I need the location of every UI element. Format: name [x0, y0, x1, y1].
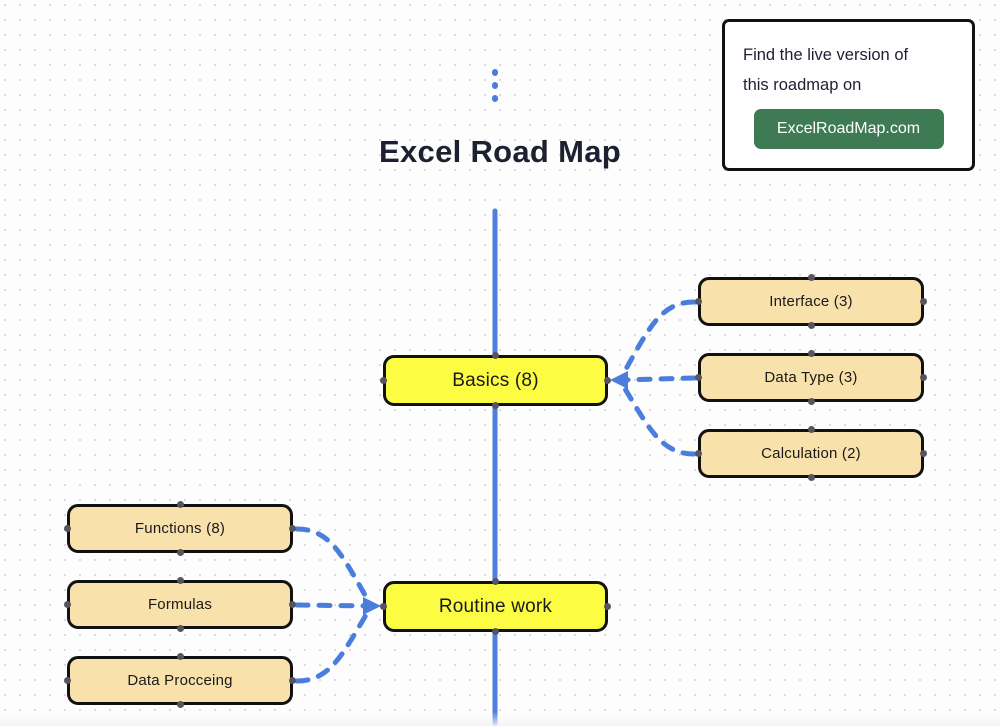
edge-functions-to-routine [294, 526, 372, 605]
handle-left-icon[interactable] [64, 525, 71, 532]
promo-text-line2: this roadmap on [743, 76, 862, 94]
handle-left-icon[interactable] [380, 377, 387, 384]
node-functions-label: Functions (8) [134, 520, 226, 537]
arrowhead-basics [610, 371, 628, 389]
edge-datatype-to-basics [619, 375, 697, 383]
handle-bottom-icon[interactable] [176, 625, 184, 632]
promo-text-line1: Find the live version of [743, 46, 909, 64]
handle-top-icon[interactable] [176, 501, 184, 508]
node-interface[interactable]: Interface (3) [695, 274, 927, 329]
handle-right-icon[interactable] [289, 525, 296, 532]
node-calculation-label: Calculation (2) [761, 445, 861, 462]
handle-right-icon[interactable] [289, 601, 296, 608]
node-data-type-label: Data Type (3) [764, 369, 858, 386]
handle-bottom-icon[interactable] [807, 398, 815, 405]
handle-bottom-icon[interactable] [492, 628, 499, 635]
excelroadmap-link-button[interactable]: ExcelRoadMap.com [753, 109, 944, 149]
edge-formulas-to-routine [294, 602, 372, 609]
node-routine-work[interactable]: Routine work [380, 578, 611, 635]
handle-right-icon[interactable] [920, 374, 927, 381]
handle-right-icon[interactable] [920, 298, 927, 305]
handle-right-icon[interactable] [289, 677, 296, 684]
node-data-procceing[interactable]: Data Procceing [64, 653, 296, 708]
handle-top-icon[interactable] [492, 352, 499, 359]
edge-interface-to-basics [619, 299, 697, 379]
promo-text: Find the live version of this roadmap on [743, 40, 954, 100]
handle-left-icon[interactable] [380, 603, 387, 610]
node-basics[interactable]: Basics (8) [380, 352, 611, 409]
edge-calculation-to-basics [619, 381, 697, 457]
promo-card: Find the live version of this roadmap on… [722, 19, 975, 171]
node-formulas[interactable]: Formulas [64, 577, 296, 632]
node-interface-label: Interface (3) [769, 293, 853, 310]
node-formulas-label: Formulas [147, 596, 213, 613]
handle-top-icon[interactable] [807, 350, 815, 357]
node-functions[interactable]: Functions (8) [64, 501, 296, 556]
handle-bottom-icon[interactable] [176, 549, 184, 556]
handle-top-icon[interactable] [807, 274, 815, 281]
node-routine-work-label: Routine work [438, 595, 553, 617]
handle-left-icon[interactable] [695, 374, 702, 381]
handle-left-icon[interactable] [64, 677, 71, 684]
handle-top-icon[interactable] [176, 653, 184, 660]
arrowhead-routine-work [363, 597, 381, 615]
page-title: Excel Road Map [379, 134, 621, 169]
node-data-procceing-label: Data Procceing [127, 672, 233, 689]
handle-right-icon[interactable] [604, 603, 611, 610]
handle-bottom-icon[interactable] [492, 402, 499, 409]
handle-right-icon[interactable] [920, 450, 927, 457]
handle-left-icon[interactable] [64, 601, 71, 608]
node-basics-label: Basics (8) [452, 369, 539, 391]
handle-right-icon[interactable] [604, 377, 611, 384]
edge-dataproc-to-routine [294, 607, 372, 684]
handle-bottom-icon[interactable] [807, 322, 815, 329]
node-data-type[interactable]: Data Type (3) [695, 350, 927, 405]
node-calculation[interactable]: Calculation (2) [695, 426, 927, 481]
handle-top-icon[interactable] [176, 577, 184, 584]
handle-left-icon[interactable] [695, 450, 702, 457]
handle-top-icon[interactable] [492, 578, 499, 585]
handle-top-icon[interactable] [807, 426, 815, 433]
handle-left-icon[interactable] [695, 298, 702, 305]
handle-bottom-icon[interactable] [176, 701, 184, 708]
handle-bottom-icon[interactable] [807, 474, 815, 481]
